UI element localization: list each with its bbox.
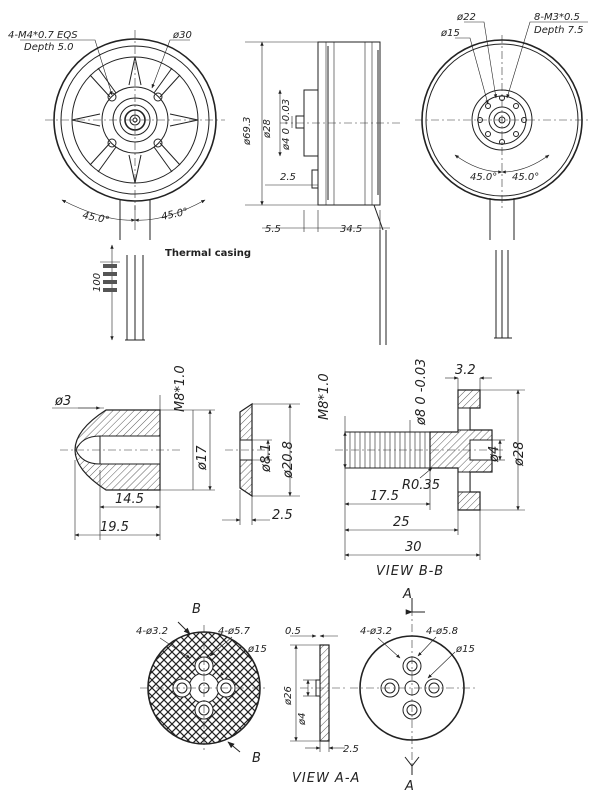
dia-8-tolerance-label: ø8 0 -0.03	[414, 359, 429, 426]
shaft-tolerance-label: ø4 0 -0.03	[281, 99, 292, 151]
washer	[222, 402, 300, 525]
dia-15-right-label: ø15	[455, 644, 475, 655]
dia-30-label: ø30	[172, 30, 192, 41]
dim-3-2-label: 3.2	[455, 363, 476, 378]
angle-45-label-a: 45.0°	[81, 210, 110, 226]
mark-a-bottom: A	[404, 779, 414, 794]
depth-5-label: Depth 5.0	[24, 42, 74, 53]
dia-17-label: ø17	[195, 445, 210, 471]
mark-a-top: A	[402, 587, 412, 602]
view-bb-title: VIEW B-B	[376, 564, 444, 579]
mark-b-top: B	[192, 602, 201, 617]
dim-25-label: 25	[393, 515, 410, 530]
hatched-plate-view	[140, 621, 268, 753]
dia-4-adapter-label: ø4	[487, 446, 502, 463]
dia-26-label: ø26	[283, 686, 294, 706]
dim-19-5-label: 19.5	[100, 520, 129, 535]
angle-45-label-b: 45.0°	[160, 207, 189, 223]
motor-rear-view	[415, 21, 590, 339]
dim-14-5-label: 14.5	[115, 492, 144, 507]
dia-3-label: ø3	[54, 394, 71, 409]
dia-20-8-label: ø20.8	[281, 441, 296, 479]
angle-45-label-c: 45.0°	[470, 172, 497, 183]
dia-4-plate-label: ø4	[297, 713, 308, 726]
plain-plate-view	[350, 598, 475, 775]
dim-0-5-label: 0.5	[285, 626, 301, 637]
r0-35-label: R0.35	[402, 478, 440, 493]
angle-45-label-d: 45.0°	[512, 172, 539, 183]
dia-22-label: ø22	[456, 12, 476, 23]
dim-2-5-plate-label: 2.5	[343, 744, 359, 755]
thermal-casing-label: Thermal casing	[165, 248, 251, 259]
dia-15-top-label: ø15	[440, 28, 460, 39]
dia-28-adapter-label: ø28	[512, 442, 527, 468]
holes-3-2-right-label: 4-ø3.2	[360, 626, 392, 637]
plate-side-view	[290, 634, 345, 752]
depth-7-5-label: Depth 7.5	[534, 25, 584, 36]
dia-69-3-label: ø69.3	[242, 117, 253, 146]
holes-3-2-left-label: 4-ø3.2	[136, 626, 168, 637]
dim-5-5-label: 5.5	[265, 224, 281, 235]
mark-b-bottom: B	[252, 751, 261, 766]
dim-2-5-washer-label: 2.5	[272, 508, 293, 523]
dia-28-side-label: ø28	[262, 119, 273, 139]
dim-17-5-label: 17.5	[370, 489, 399, 504]
motor-front-view	[20, 30, 225, 341]
dim-2-5-top-label: 2.5	[280, 172, 296, 183]
m8-shaft-label: M8*1.0	[317, 373, 332, 420]
motor-side-view	[245, 41, 400, 345]
dim-30-label: 30	[405, 540, 422, 555]
m3-holes-label: 8-M3*0.5	[534, 12, 580, 23]
holes-5-7-label: 4-ø5.7	[218, 626, 251, 637]
m8-left-label: M8*1.0	[173, 365, 188, 412]
view-aa-title: VIEW A-A	[292, 771, 360, 786]
dia-15-left-label: ø15	[247, 644, 267, 655]
holes-5-8-label: 4-ø5.8	[426, 626, 458, 637]
wire-color-swatches	[103, 264, 117, 292]
lead-length-label: 100	[92, 273, 103, 292]
spinner-nut	[52, 395, 215, 540]
dia-8-1-label: ø8.1	[259, 443, 274, 473]
m4-holes-label: 4-M4*0.7 EQS	[8, 30, 78, 41]
prop-adapter-section	[335, 376, 525, 560]
dim-34-5-label: 34.5	[340, 224, 362, 235]
